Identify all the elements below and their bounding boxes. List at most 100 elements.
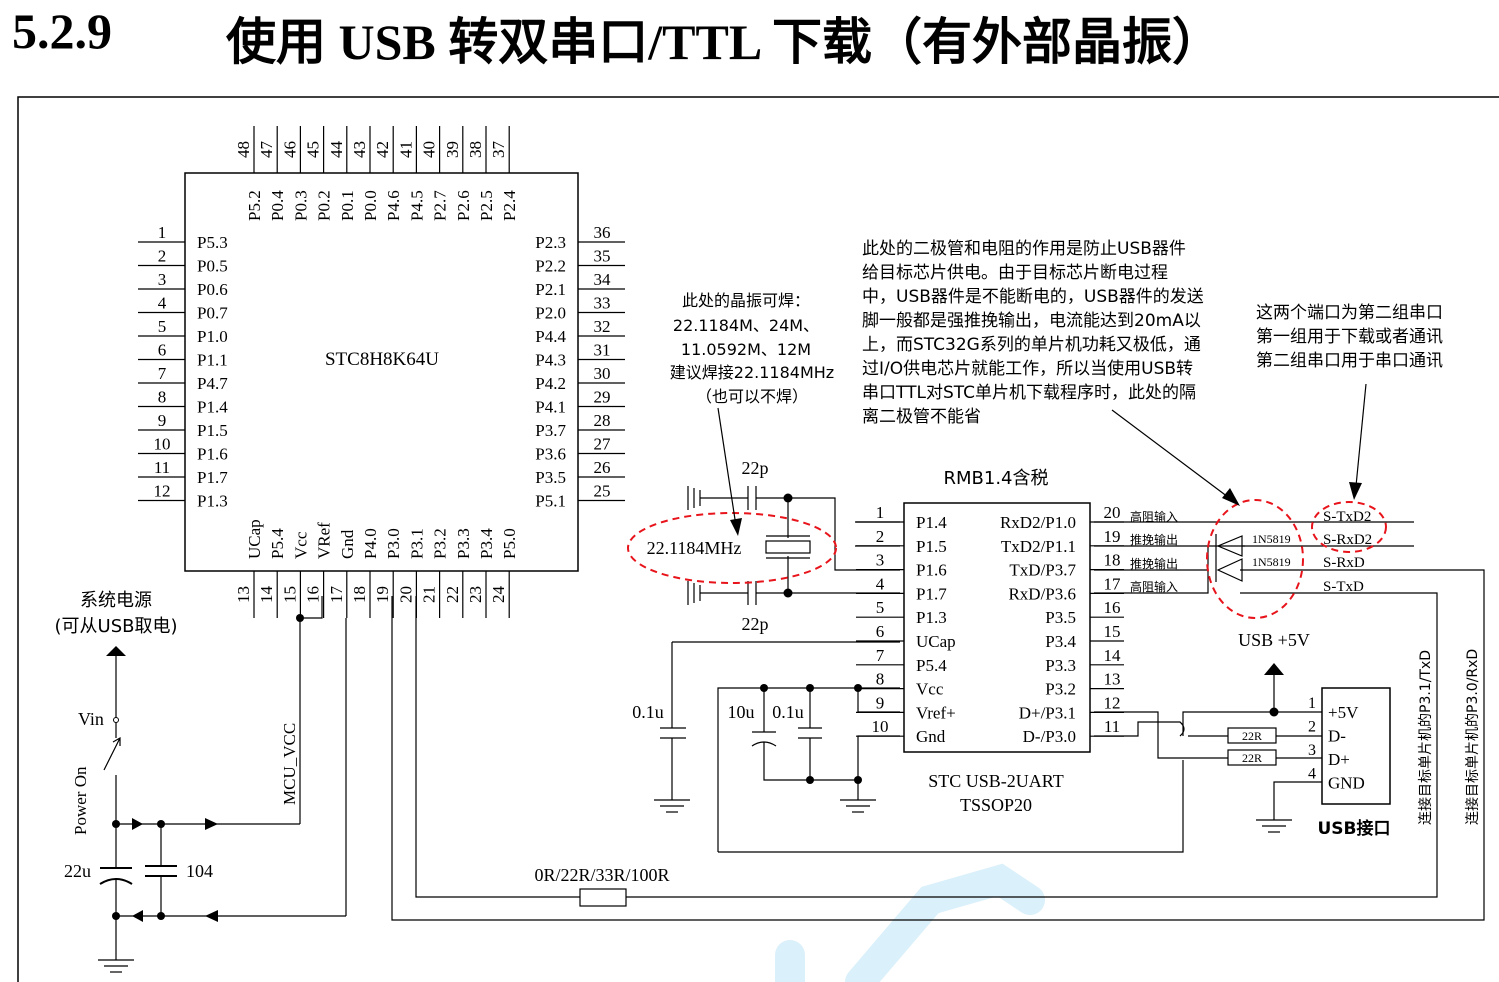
- mcu-pin-name: P2.5: [477, 190, 496, 221]
- mcu-pin-number: 39: [443, 141, 462, 158]
- mcu-pin-number: 9: [158, 411, 167, 430]
- mcu-pin-number: 4: [158, 294, 167, 313]
- mcu-pin-name: P0.1: [338, 190, 357, 221]
- mcu-pin-number: 34: [594, 270, 612, 289]
- mcu-pin-name: P3.2: [431, 528, 450, 559]
- bridge-pin-number: 18: [1104, 551, 1121, 570]
- mcu-pin-number: 25: [594, 482, 611, 501]
- bridge-pin-number: 4: [876, 574, 885, 593]
- mcu-pin-name: P1.4: [197, 398, 228, 417]
- bridge-pin-name: TxD/P3.7: [1009, 561, 1076, 580]
- mcu-pin-name: P4.5: [407, 190, 426, 221]
- cap-22p-top: 22p: [742, 458, 769, 478]
- arrow-left-icon: [205, 910, 218, 922]
- bridge-pin-name: P3.3: [1045, 656, 1076, 675]
- bridge-pin-number: 5: [876, 598, 885, 617]
- mcu-pin-name: P0.4: [268, 190, 287, 221]
- diode-note-line: 离二极管不能省: [862, 407, 981, 427]
- bridge-pin-number: 13: [1104, 670, 1121, 689]
- mcu-pin-number: 11: [154, 458, 170, 477]
- resistor-22r-b: [1227, 749, 1277, 766]
- mcu-bottom-wiring: [300, 569, 1485, 921]
- power-title: 系统电源: [80, 590, 152, 611]
- mcu-pin-name: VRef: [315, 522, 334, 559]
- pin-modes: 高阻输入 推挽输出 推挽输出 高阻输入: [1130, 509, 1178, 594]
- bridge-pin-number: 7: [876, 646, 885, 665]
- series-resistor: [579, 888, 627, 907]
- bridge-pin-name: P1.4: [916, 513, 947, 532]
- bridge-pin-number: 8: [876, 670, 885, 689]
- bridge-pin-name: Gnd: [916, 727, 946, 746]
- bridge-pin-number: 15: [1104, 622, 1121, 641]
- mcu-pin-number: 27: [594, 435, 612, 454]
- diode-note-line: 过I/O供电芯片就能工作，所以当使用USB转: [862, 358, 1193, 379]
- port-note-line: 第一组用于下载或者通讯: [1256, 327, 1443, 347]
- pin-mode-label: 推挽输出: [1130, 532, 1178, 547]
- mcu-pin-name: P0.3: [291, 190, 310, 221]
- cap-ucap-label: 0.1u: [632, 702, 664, 722]
- bridge-name: STC USB-2UART: [928, 771, 1063, 791]
- mcu-pin-name: P4.6: [384, 190, 403, 221]
- crystal-note-line: 22.1184M、24M、: [673, 316, 819, 335]
- diode-note-line: 给目标芯片供电。由于目标芯片断电过程: [862, 263, 1168, 283]
- mcu-pin-number: 46: [280, 141, 299, 158]
- mcu-pin-name: P0.2: [315, 190, 334, 221]
- mcu-pin-number: 24: [489, 586, 508, 604]
- mcu-pin-name: P2.6: [454, 190, 473, 221]
- mcu-pin-number: 19: [373, 586, 392, 603]
- vertical-label-rxd: 连接目标单片机的P3.0/RxD: [1464, 649, 1481, 825]
- usb-pin-name: GND: [1328, 774, 1365, 793]
- bridge-body: [903, 502, 1091, 753]
- series-resistor-label: 0R/22R/33R/100R: [534, 865, 669, 885]
- pin-mode-label: 高阻输入: [1130, 509, 1178, 524]
- bridge-package: TSSOP20: [960, 795, 1032, 815]
- mcu-pin-number: 43: [350, 141, 369, 158]
- usb-supply-label: USB +5V: [1238, 630, 1310, 650]
- mcu-pin-name: P1.1: [197, 351, 228, 370]
- bridge-pin-name: P5.4: [916, 656, 947, 675]
- bridge-pin-number: 1: [876, 503, 885, 522]
- mcu-pin-name: P2.7: [431, 190, 450, 221]
- mcu-pin-name: P3.5: [535, 468, 566, 487]
- mcu-pin-name: P0.5: [197, 257, 228, 276]
- diode-note-line: 串口TTL对STC单片机下载程序时，此处的隔: [862, 383, 1196, 403]
- bridge-pin-number: 12: [1104, 693, 1121, 712]
- mcu-pin-number: 30: [594, 364, 611, 383]
- mcu-vcc-net: MCU_VCC: [280, 723, 299, 805]
- port-note-line: 第二组串口用于串口通讯: [1256, 351, 1443, 371]
- resistor-22r-a: [1227, 727, 1277, 744]
- bridge-pin-name: D+/P3.1: [1019, 703, 1076, 722]
- arrow-left-icon: [132, 910, 143, 922]
- mcu-pin-number: 38: [466, 141, 485, 158]
- signal-s-rxd: S-RxD: [1323, 555, 1365, 571]
- bridge-pin-number: 14: [1104, 646, 1122, 665]
- page-title: 5.2.9 使用 USB 转双串口/TTL 下载（有外部晶振）: [12, 2, 1492, 70]
- arrow-right-icon: [132, 818, 143, 830]
- diode-icon: [1215, 558, 1243, 582]
- mcu-pin-name: P1.6: [197, 445, 228, 464]
- bridge-pin-name: P1.6: [916, 561, 947, 580]
- diode-label: 1N5819: [1252, 555, 1291, 569]
- diode-note-line: 此处的二极管和电阻的作用是防止USB器件: [862, 239, 1186, 259]
- port-highlight: [1311, 501, 1387, 553]
- mcu-pin-name: P4.1: [535, 398, 566, 417]
- mcu-pin-number: 12: [154, 482, 171, 501]
- mcu-pin-number: 20: [396, 586, 415, 603]
- mcu-pin-name: P2.1: [535, 280, 566, 299]
- mcu-pin-name: Vcc: [291, 531, 310, 559]
- bridge-pin-name: P3.2: [1045, 680, 1076, 699]
- bridge-pin-number: 9: [876, 693, 885, 712]
- mcu-pin-number: 21: [420, 586, 439, 603]
- mcu-pin-number: 3: [158, 270, 167, 289]
- mcu-pin-number: 7: [158, 364, 167, 383]
- mcu-pin-number: 31: [594, 341, 611, 360]
- mcu-pin-name: P2.3: [535, 233, 566, 252]
- bridge-pin-name: Vref+: [916, 703, 956, 722]
- mcu-pin-name: P2.2: [535, 257, 566, 276]
- mcu-name: STC8H8K64U: [325, 349, 439, 370]
- bridge-pin-name: P1.5: [916, 537, 947, 556]
- vin-label: Vin: [78, 709, 104, 729]
- mcu-pin-name: P5.4: [268, 528, 287, 559]
- bridge-pin-name: P1.3: [916, 608, 947, 627]
